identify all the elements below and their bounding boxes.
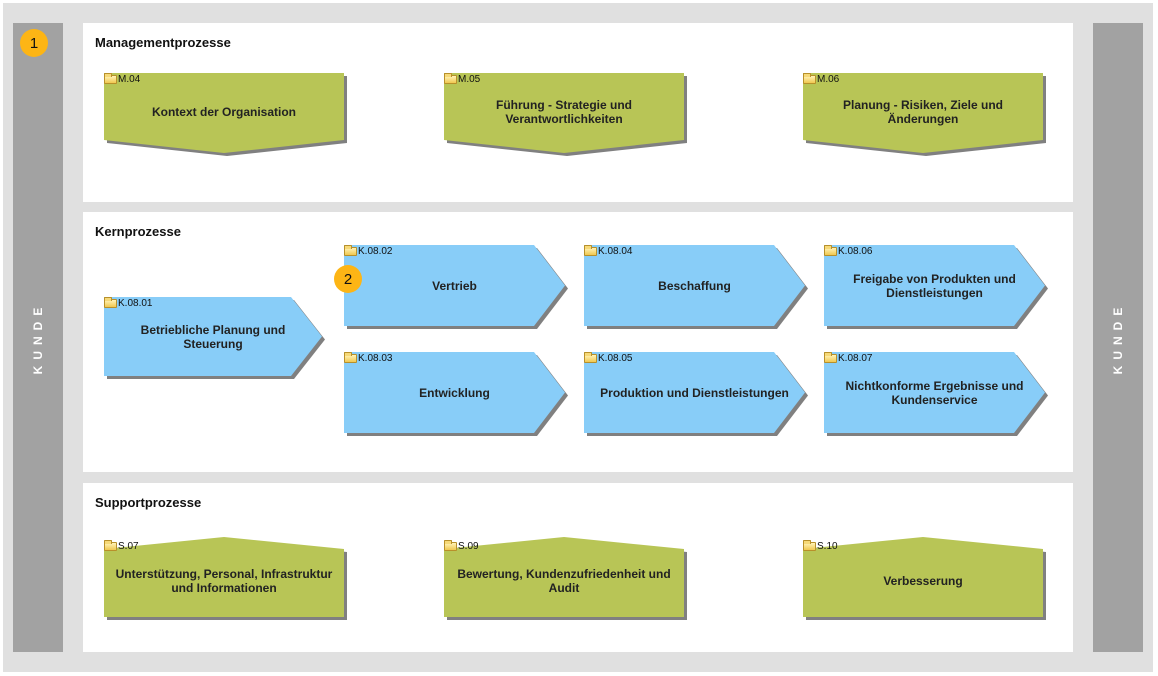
process-label: Produktion und Dienstleistungen — [600, 385, 789, 400]
process-code: K.08.02 — [344, 244, 392, 257]
process-code: K.08.03 — [344, 351, 392, 364]
process-label: Entwicklung — [419, 385, 490, 400]
process-k-08-02[interactable]: K.08.02 Vertrieb — [344, 244, 568, 329]
process-code: M.04 — [104, 72, 140, 85]
process-k-08-05[interactable]: K.08.05 Produktion und Dienstleistungen — [584, 351, 808, 436]
process-label: Betriebliche Planung und Steuerung — [140, 322, 286, 351]
process-label: Bewertung, Kundenzufriedenheit und Audit — [457, 567, 671, 595]
process-code: M.06 — [803, 72, 839, 85]
process-shape-body — [824, 245, 1045, 326]
process-label: Vertrieb — [432, 278, 477, 293]
folder-icon — [104, 296, 117, 308]
process-k-08-04[interactable]: K.08.04 Beschaffung — [584, 244, 808, 329]
process-shape-body — [803, 537, 1043, 617]
process-label: Freigabe von Produkten und Dienstleistun… — [853, 271, 1016, 300]
process-k-08-07[interactable]: K.08.07 Nichtkonforme Ergebnisse und Kun… — [824, 351, 1048, 436]
folder-icon — [444, 539, 457, 551]
folder-icon — [444, 72, 457, 84]
process-shape — [444, 537, 687, 620]
process-label: Führung - Strategie und Verantwortlichke… — [496, 97, 632, 126]
process-code: S.10 — [803, 539, 838, 552]
process-shape-body — [104, 73, 344, 153]
process-shape — [104, 73, 347, 156]
process-m-06[interactable]: M.06 Planung - Risiken, Ziele und Änderu… — [803, 72, 1046, 156]
process-label: Nichtkonforme Ergebnisse und Kundenservi… — [845, 378, 1024, 407]
process-label: Kontext der Organisation — [151, 104, 297, 119]
folder-icon — [824, 244, 837, 256]
customer-bar-left: KUNDE — [13, 23, 63, 652]
folder-icon — [803, 539, 816, 551]
process-k-08-03[interactable]: K.08.03 Entwicklung — [344, 351, 568, 436]
process-shape-body — [584, 352, 805, 433]
process-code: S.07 — [104, 539, 139, 552]
process-shape — [104, 297, 325, 379]
process-label: Unterstützung, Personal, Infrastruktur u… — [115, 567, 333, 595]
process-shape-body — [584, 245, 805, 326]
process-k-08-01[interactable]: K.08.01 Betriebliche Planung und Steueru… — [104, 296, 325, 379]
process-shape-body — [344, 352, 565, 433]
folder-icon — [584, 351, 597, 363]
process-shape-body — [824, 352, 1045, 433]
folder-icon — [824, 351, 837, 363]
process-shape — [584, 352, 808, 436]
process-label: Beschaffung — [658, 278, 731, 293]
process-s-07[interactable]: S.07 Unterstützung, Personal, Infrastruk… — [104, 537, 347, 620]
process-m-04[interactable]: M.04 Kontext der Organisation — [104, 72, 347, 156]
process-s-09[interactable]: S.09 Bewertung, Kundenzufriedenheit und … — [444, 537, 687, 620]
process-shape-body — [444, 537, 684, 617]
folder-icon — [344, 351, 357, 363]
process-shape — [104, 537, 347, 620]
process-code: K.08.06 — [824, 244, 872, 257]
process-k-08-06[interactable]: K.08.06 Freigabe von Produkten und Diens… — [824, 244, 1048, 329]
process-code: K.08.07 — [824, 351, 872, 364]
process-code: M.05 — [444, 72, 480, 85]
process-s-10[interactable]: S.10 Verbesserung — [803, 537, 1046, 620]
process-code: S.09 — [444, 539, 479, 552]
folder-icon — [344, 244, 357, 256]
callout-badge-1: 1 — [20, 29, 48, 57]
folder-icon — [803, 72, 816, 84]
process-shape-body — [444, 73, 684, 153]
customer-label-right: KUNDE — [1111, 301, 1125, 374]
folder-icon — [104, 72, 117, 84]
process-shape-body — [104, 297, 322, 376]
process-shape — [344, 352, 568, 436]
management-processes-title: Managementprozesse — [95, 35, 231, 50]
process-shape-body — [344, 245, 565, 326]
process-shape — [803, 73, 1046, 156]
process-code: K.08.04 — [584, 244, 632, 257]
process-shape — [344, 245, 568, 329]
folder-icon — [584, 244, 597, 256]
process-shape-body — [104, 537, 344, 617]
process-shape-body — [803, 73, 1043, 153]
process-code: K.08.05 — [584, 351, 632, 364]
process-shape — [824, 352, 1048, 436]
customer-label-left: KUNDE — [31, 301, 45, 374]
process-shape — [803, 537, 1046, 620]
process-code: K.08.01 — [104, 296, 152, 309]
process-shape — [584, 245, 808, 329]
customer-bar-right: KUNDE — [1093, 23, 1143, 652]
process-m-05[interactable]: M.05 Führung - Strategie und Verantwortl… — [444, 72, 687, 156]
core-processes-title: Kernprozesse — [95, 224, 181, 239]
callout-badge-2: 2 — [334, 265, 362, 293]
process-shape — [444, 73, 687, 156]
folder-icon — [104, 539, 117, 551]
process-shape — [824, 245, 1048, 329]
process-label: Planung - Risiken, Ziele und Änderungen — [842, 97, 1004, 126]
process-label: Verbesserung — [883, 574, 963, 588]
support-processes-title: Supportprozesse — [95, 495, 202, 510]
